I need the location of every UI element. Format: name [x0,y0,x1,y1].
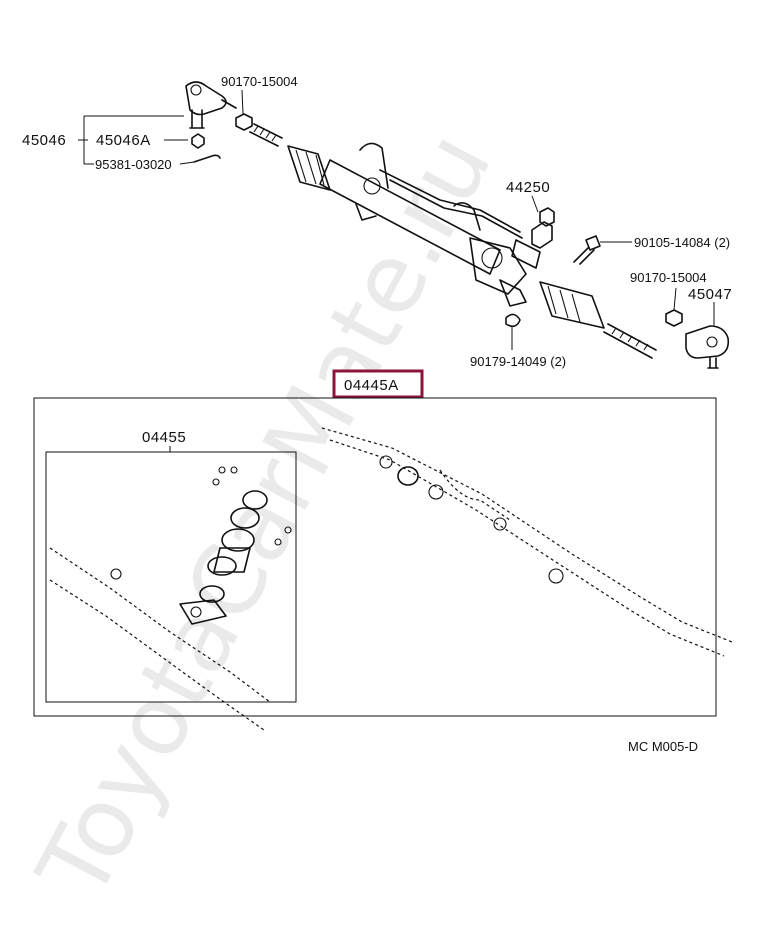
callout-95381-03020: 95381-03020 [95,157,172,172]
lock-nut-top[interactable] [235,113,253,131]
diagram-code: MC M005-D [628,739,698,754]
callout-04445A: 04445A [344,377,399,394]
o-ring[interactable] [397,466,419,486]
pinion-valve[interactable] [511,207,555,269]
seal-kit-parts[interactable] [179,466,292,625]
callout-90170-15004-top: 90170-15004 [221,74,298,89]
callout-90105-14084: 90105-14084 (2) [634,235,730,250]
tie-rod-end-left[interactable] [185,81,237,129]
threaded-rod-right[interactable] [603,323,657,359]
callout-45047: 45047 [688,286,732,303]
callout-44250: 44250 [506,179,550,196]
mounting-bolt[interactable] [573,235,601,265]
steering-rack-housing[interactable] [287,142,605,329]
kit-frame-04455 [45,451,297,703]
callout-04455: 04455 [142,429,186,446]
callout-45046A: 45046A [96,132,151,149]
callout-90179-14049: 90179-14049 (2) [470,354,566,369]
tie-rod-end-right[interactable] [685,325,730,369]
rack-outline-large [321,427,733,657]
callout-45046: 45046 [22,132,66,149]
threaded-rod-left[interactable] [249,123,283,147]
castle-nut[interactable] [191,133,205,149]
kit-frame-04445A [33,397,717,717]
cotter-pin[interactable] [193,154,221,163]
highlight-box-04445A[interactable] [332,369,424,399]
callout-90170-15004-right: 90170-15004 [630,270,707,285]
lock-nut-right[interactable] [665,309,683,327]
boot-clamp[interactable] [505,313,521,328]
watermark-text: ToyotaCarMate.ru [16,115,513,917]
rack-outline-small [49,547,271,731]
